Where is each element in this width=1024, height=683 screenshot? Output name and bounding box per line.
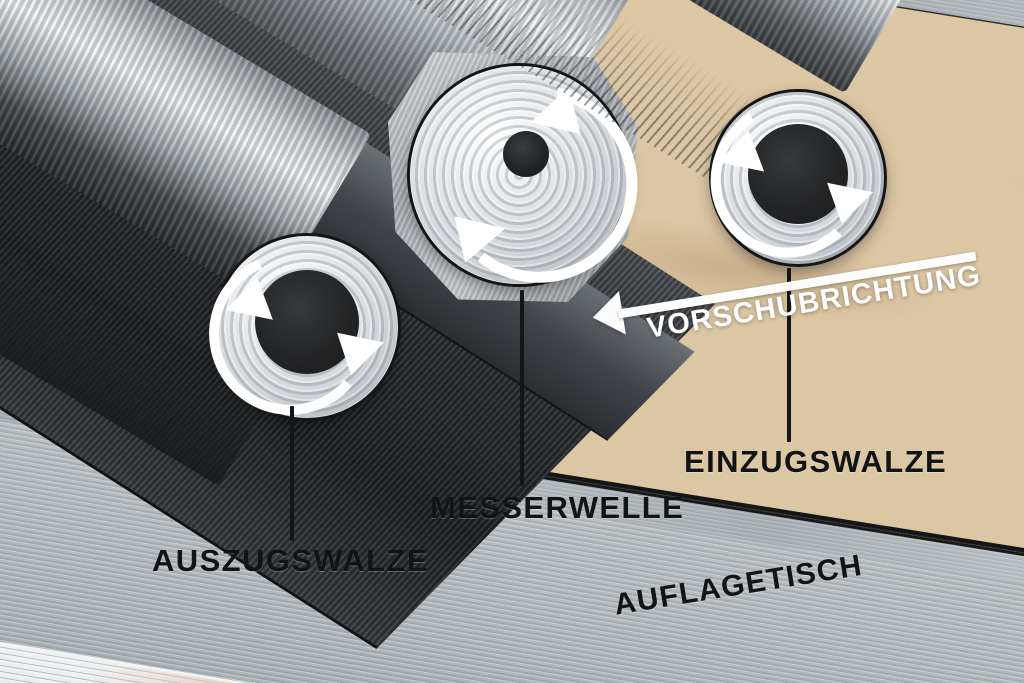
- outfeed-bore: [255, 270, 359, 374]
- cutterblock-bore: [503, 131, 549, 177]
- outfeed-rotation-arrow: [209, 259, 385, 415]
- leader-line-outfeed: [290, 406, 294, 541]
- label-outfeed-roller: AUSZUGSWALZE: [152, 543, 429, 578]
- leader-line-infeed: [787, 268, 791, 442]
- leader-line-cutterblock: [520, 290, 524, 486]
- infeed-bore: [748, 124, 848, 224]
- cutterblock-rotation-arrow: [454, 87, 638, 283]
- label-cutter-block: MESSERWELLE: [430, 490, 685, 525]
- label-infeed-roller: EINZUGSWALZE: [684, 444, 948, 479]
- infeed-rotation-arrow: [710, 113, 874, 258]
